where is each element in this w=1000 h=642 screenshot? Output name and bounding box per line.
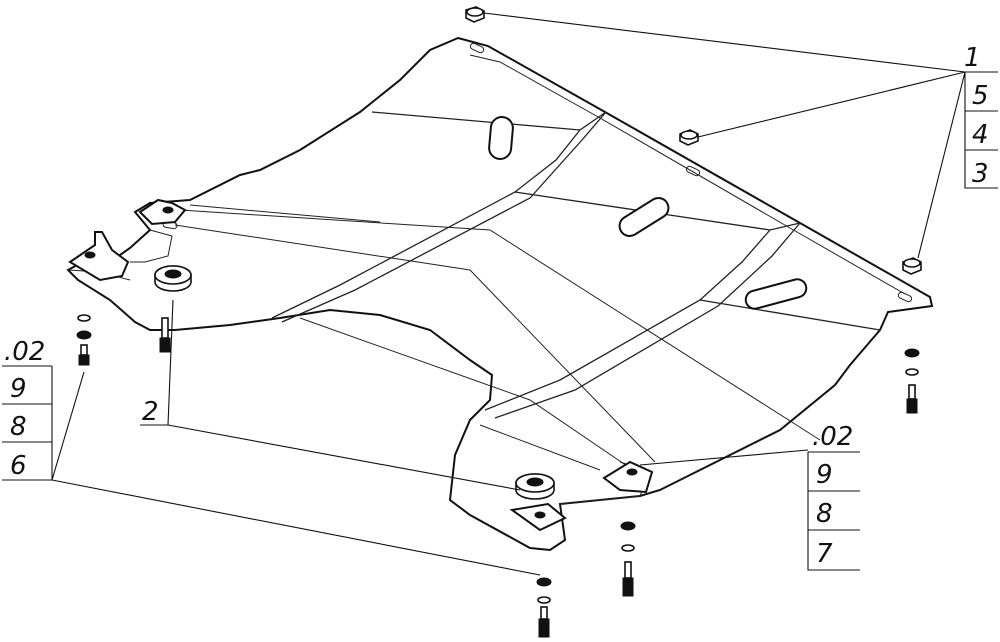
leader-lines	[51, 12, 966, 576]
bushing-left	[154, 265, 192, 292]
bolt-left-b	[159, 317, 171, 353]
callout-label-9-right: 9	[816, 460, 833, 490]
bolt-bottom-right	[620, 521, 636, 597]
slots	[162, 42, 913, 310]
callout-label-9-left: 9	[10, 374, 27, 404]
callout-label-1: 1	[964, 43, 981, 73]
callout-bottom-right: .02 9 8 7	[807, 422, 860, 571]
callout-label-3: 3	[972, 159, 989, 189]
callout-label-6: 6	[10, 451, 27, 481]
bolt-bottom	[536, 577, 552, 638]
callout-label-8-right: 8	[816, 499, 833, 529]
callout-left: .02 9 8 6	[2, 337, 53, 481]
callout-label-8-left: 8	[10, 412, 27, 442]
bushing-bottom	[515, 473, 555, 500]
callout-top-right: 1 5 4 3	[964, 43, 998, 189]
callout-label-2: 2	[142, 397, 159, 427]
callout-label-7: 7	[816, 539, 833, 569]
nut-middle	[679, 129, 699, 146]
nut-right	[902, 257, 922, 275]
bracket-bottom-right	[602, 460, 654, 494]
bolt-right	[904, 348, 920, 414]
nut-top	[465, 6, 485, 23]
callout-label-4: 4	[972, 120, 989, 150]
callout-label-5: 5	[972, 81, 989, 111]
callout-middle: 2	[142, 397, 159, 427]
callout-label-02-left: .02	[4, 337, 45, 367]
bolt-left-a	[76, 314, 92, 366]
bracket-left	[68, 231, 130, 282]
bracket-rear	[138, 198, 187, 226]
bracket-bottom	[509, 502, 567, 532]
callout-label-02-right: .02	[812, 422, 853, 452]
